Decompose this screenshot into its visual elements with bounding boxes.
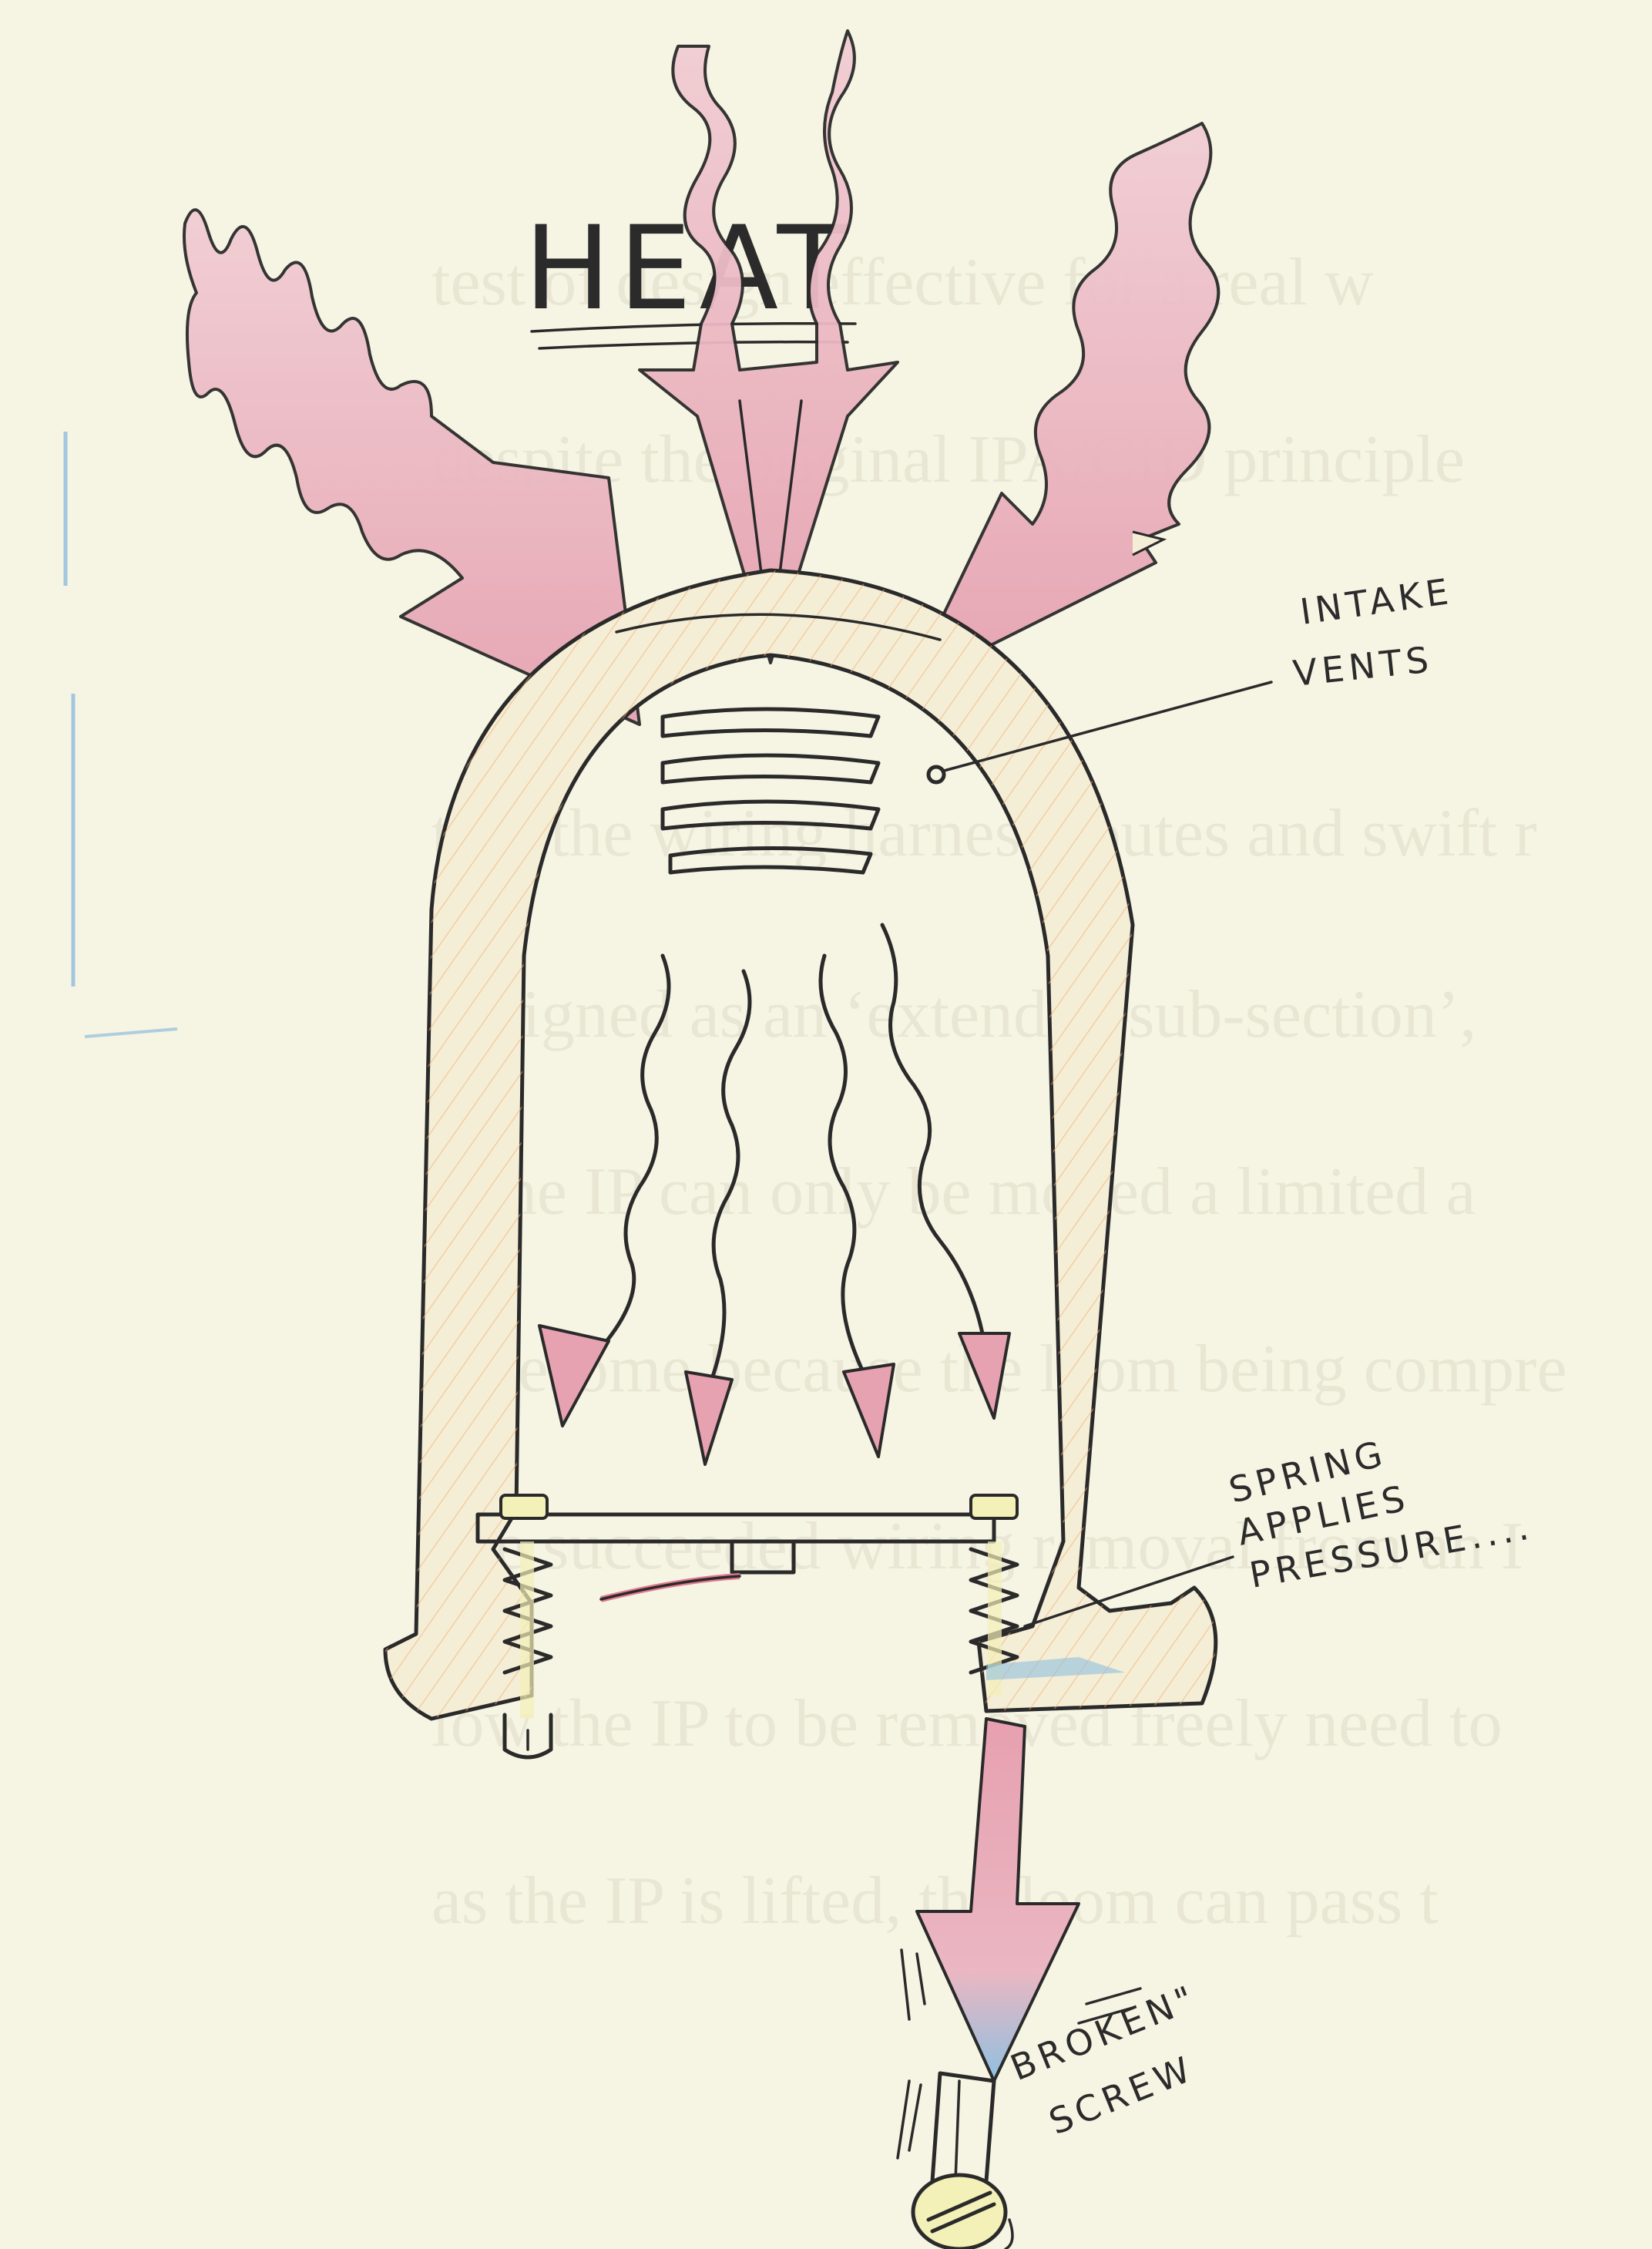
heat-flow-arrow-icon bbox=[686, 1372, 732, 1464]
intake-vents-label: INTAKE VENTS bbox=[1291, 570, 1456, 694]
heat-arrow-right bbox=[909, 123, 1218, 686]
broken-screw-label: BROKEN" SCREW bbox=[1005, 1976, 1204, 2143]
heat-arrow-icon bbox=[909, 123, 1218, 686]
bg-line: l, the IP can only be moved a limited a bbox=[431, 1155, 1476, 1229]
heat-arrow-icon bbox=[640, 31, 898, 663]
heat-flow-arrow-icon bbox=[844, 1364, 894, 1457]
bg-line: low the IP to be removed freely need to bbox=[431, 1686, 1503, 1761]
broken-screw bbox=[898, 2073, 1012, 2249]
pointer-dot bbox=[928, 767, 944, 782]
margin-marks bbox=[65, 432, 177, 1037]
intake-label-line2: VENTS bbox=[1291, 638, 1435, 694]
screw-icon bbox=[913, 2175, 1006, 2249]
heat-arrow-center bbox=[640, 31, 898, 663]
bg-line: designed as an ‘extended sub-section’, bbox=[431, 977, 1476, 1052]
intake-label-line1: INTAKE bbox=[1298, 570, 1456, 633]
bg-line: that the wiring harness routes and swift… bbox=[431, 796, 1537, 871]
